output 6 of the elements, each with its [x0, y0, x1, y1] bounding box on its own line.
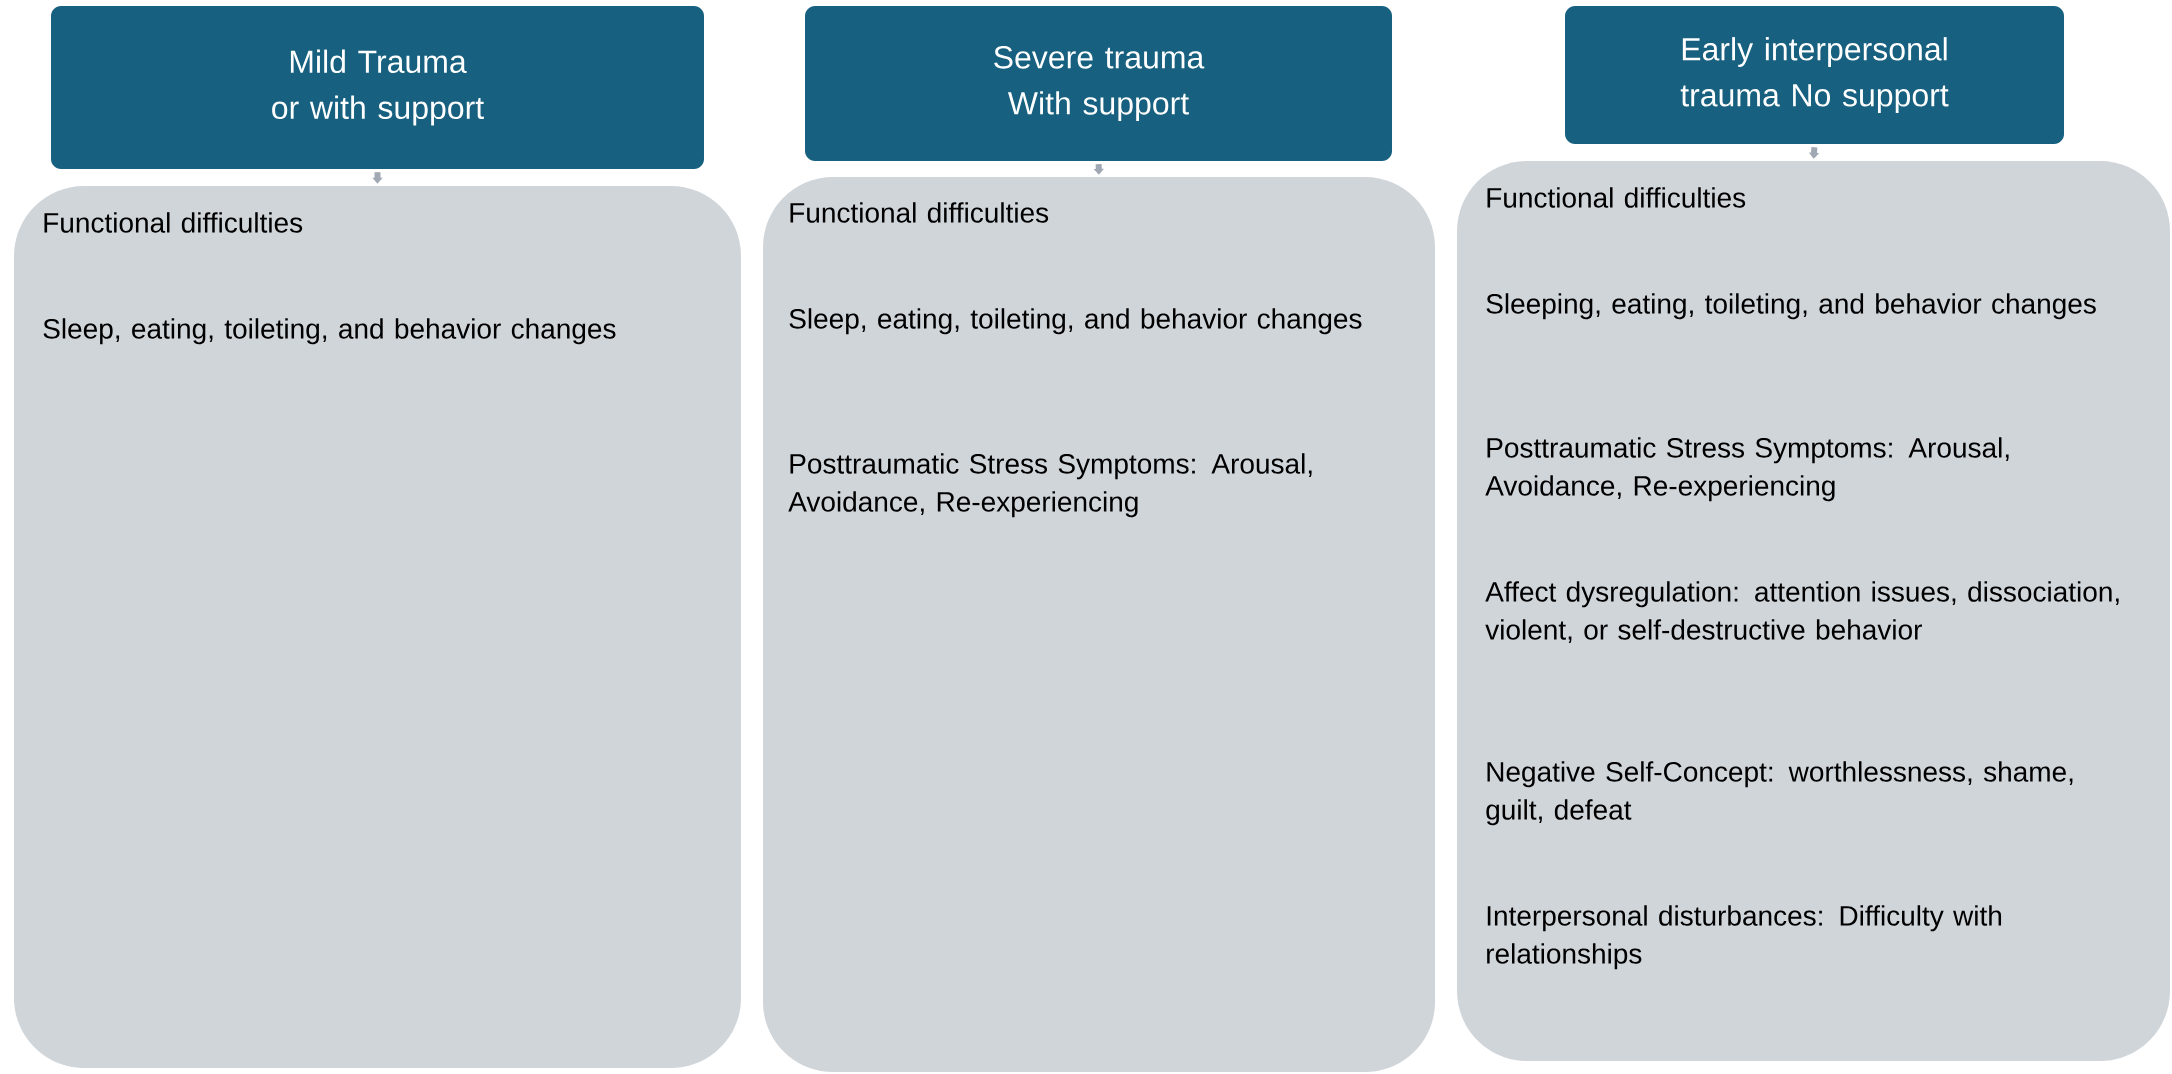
symptom-card: Functional difficulties Sleep, eating, toileting, and behavior changes Posttraumatic Stress Symptoms: Arousal, Avoidance, Re-experiencing [763, 177, 1435, 1072]
header-box: Early interpersonal trauma No support [1565, 6, 2064, 144]
header-box: Severe trauma With support [805, 6, 1392, 161]
symptom-card: Functional difficulties Sleeping, eating, toileting, and behavior changes Posttraumatic Stress Symptoms: Arousal, Avoidance, Re-experiencing Affect dysregulation: attention issues, dissociation, violent, or self-destructive behavior Negative Self-Concept: worthlessness, shame, guilt, defeat Interpersonal disturbances: Difficulty with relationships [1457, 161, 2170, 1061]
header-box: Mild Trauma or with support [51, 6, 704, 169]
symptom-card: Functional difficulties Sleep, eating, toileting, and behavior changes [14, 186, 741, 1068]
